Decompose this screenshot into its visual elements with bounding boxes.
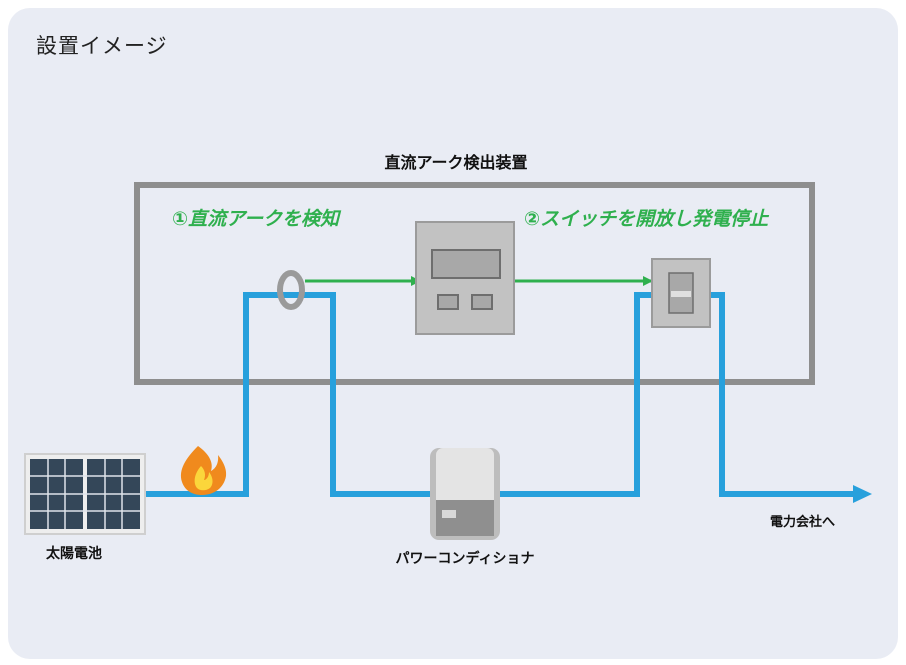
step-2-label: ②スイッチを開放し発電停止: [524, 208, 769, 230]
power-conditioner-icon: [430, 448, 500, 540]
power-conditioner-label: パワーコンディショナ: [395, 551, 535, 567]
switch-icon: [651, 258, 711, 328]
detector-box-outline: [134, 182, 815, 385]
detector-box-title: 直流アーク検出装置: [384, 153, 528, 172]
detector-unit-icon: [415, 221, 515, 335]
destination-arrowhead: [853, 485, 872, 503]
solar-label: 太陽電池: [46, 546, 102, 562]
step-1-label: ①直流アークを検知: [172, 208, 339, 230]
destination-label: 電力会社へ: [770, 515, 836, 530]
current-sensor-icon: [277, 270, 305, 310]
fire-icon: [180, 446, 227, 495]
page-heading: 設置イメージ: [36, 34, 168, 58]
solar-panel-icon: [24, 453, 146, 535]
